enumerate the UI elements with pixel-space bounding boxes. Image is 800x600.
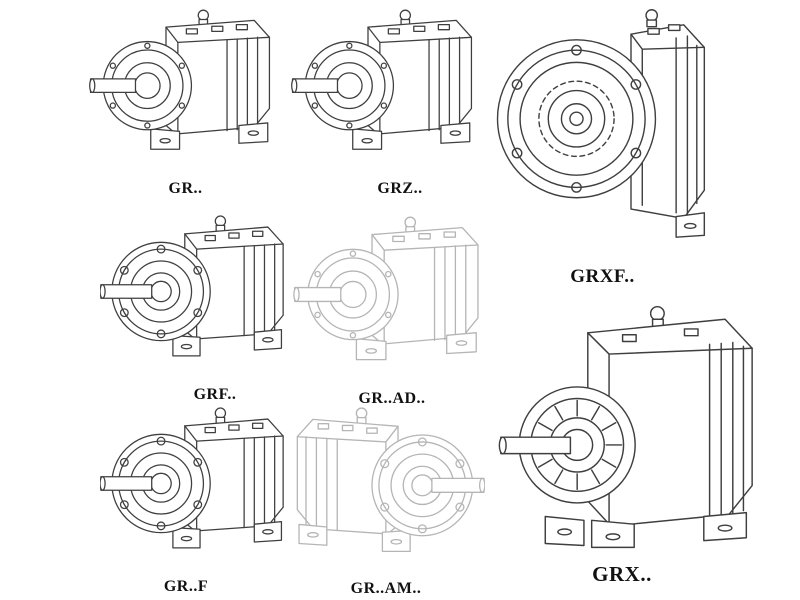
model-label-gr-f: GR..F [163, 578, 209, 595]
gr-gearbox-drawing [88, 5, 283, 179]
gr-f-gearbox-drawing [100, 402, 295, 576]
model-label-grf: GRF.. [193, 386, 237, 403]
model-label-gr-ad: GR..AD.. [358, 390, 426, 407]
model-label-grz: GRZ.. [377, 180, 423, 197]
grz-gearbox-drawing [290, 5, 485, 179]
grf-gearbox-drawing [100, 210, 295, 384]
grxf-gearbox-drawing [490, 4, 725, 258]
gr-ad-gearbox-drawing [292, 212, 492, 390]
model-label-grxf: GRXF.. [570, 266, 635, 287]
model-label-grx: GRX.. [592, 562, 652, 586]
model-label-gr: GR.. [168, 180, 203, 197]
gr-am-gearbox-drawing [285, 402, 485, 580]
grx-gearbox-drawing [495, 298, 785, 559]
model-label-gr-am: GR..AM.. [350, 580, 422, 597]
